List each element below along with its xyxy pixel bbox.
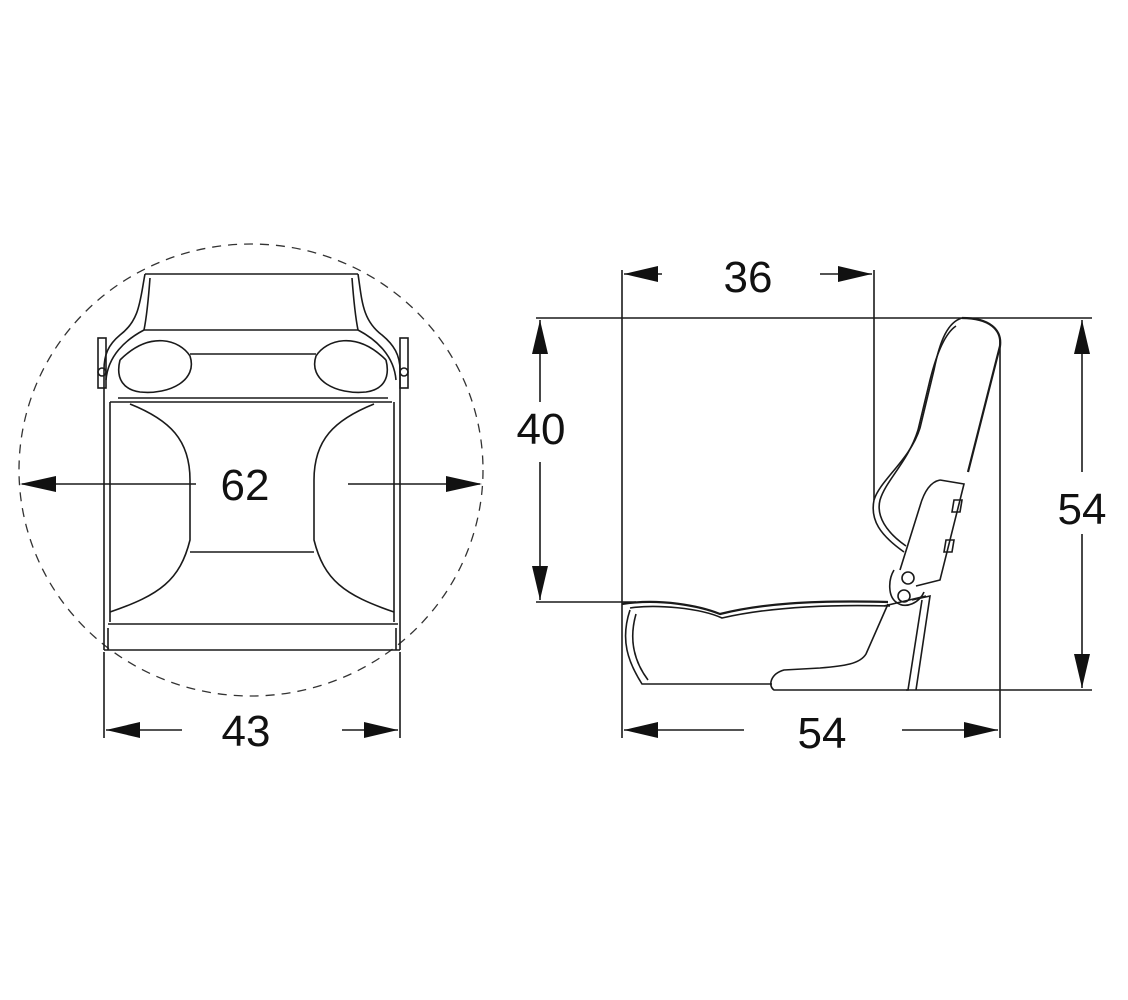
dimension-54-depth-label: 54 [798, 709, 847, 758]
dimension-43-label: 43 [222, 707, 271, 756]
side-seat-outline [621, 316, 1002, 691]
dimension-54-height-label: 54 [1058, 485, 1107, 534]
dimension-54-depth: 54 [624, 709, 998, 758]
dimension-62-label: 62 [221, 461, 270, 510]
dimension-40-label: 40 [517, 405, 566, 454]
front-seat-outline [97, 273, 409, 651]
side-view: 36 40 54 54 [517, 253, 1107, 758]
dimension-36: 36 [624, 253, 872, 302]
dimension-40: 40 [517, 320, 566, 600]
dimension-54-height: 54 [1058, 320, 1107, 688]
front-view: 62 43 [18, 243, 484, 756]
dimension-36-label: 36 [724, 253, 773, 302]
dimension-43: 43 [103, 652, 401, 756]
swivel-circle [18, 243, 484, 697]
dimension-62: 62 [20, 461, 482, 510]
